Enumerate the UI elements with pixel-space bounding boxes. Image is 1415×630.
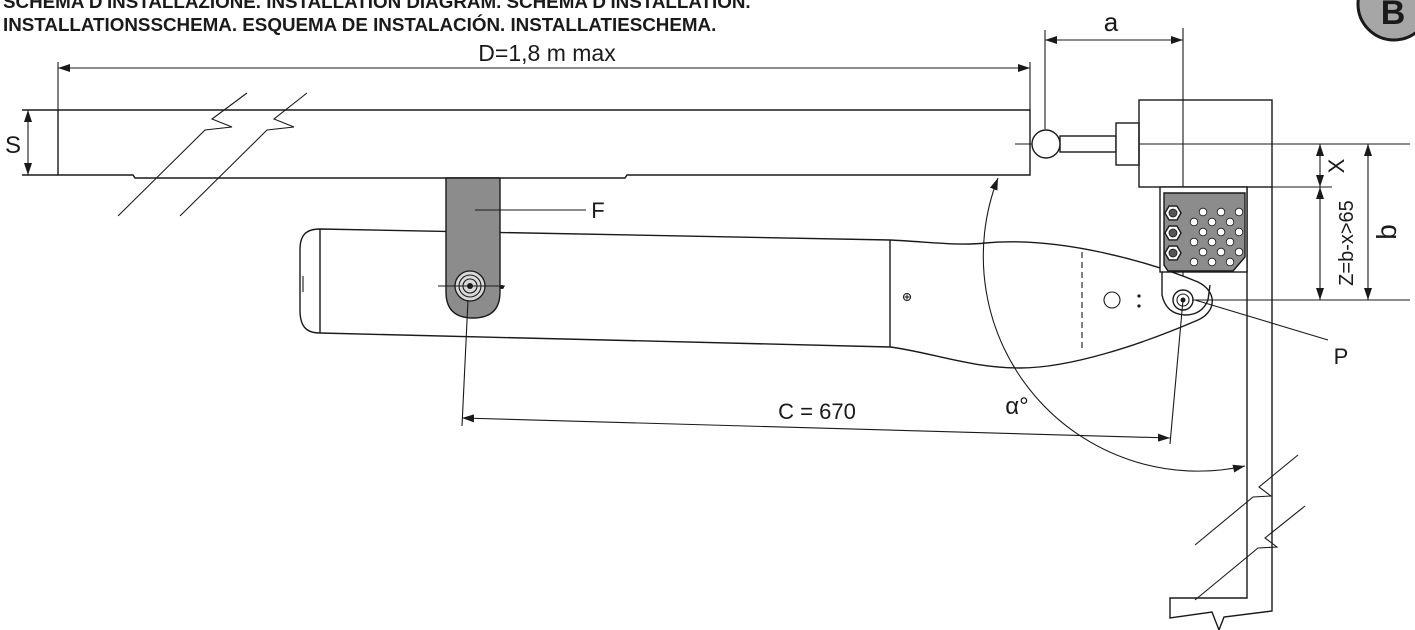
bolt-icon (1164, 245, 1182, 261)
pillar-break-line-1 (1194, 454, 1299, 546)
figure-badge: B (1356, 0, 1415, 42)
gate-break-line-2 (179, 92, 308, 217)
screw-icon (902, 292, 912, 302)
bolt-icon (1164, 225, 1182, 241)
marker-dot-upper (1137, 294, 1141, 298)
header-line-2: INSTALLATIONSSCHEMA. ESQUEMA DE INSTALAC… (3, 14, 716, 35)
gate-break-line-1 (117, 92, 248, 217)
gate-leaf-outline (22, 109, 1031, 179)
dimension-C-label: C = 670 (778, 399, 856, 424)
actuator (299, 228, 1213, 369)
front-bracket-F: F (438, 177, 605, 319)
pillar-outline (1169, 187, 1273, 630)
label-P: P (1334, 344, 1349, 369)
front-pivot-dot (500, 285, 504, 289)
dimension-D: D=1,8 m max (57, 40, 1031, 110)
label-F: F (591, 198, 604, 223)
opening-angle-label: α° (1005, 393, 1028, 420)
gate-leaf (22, 92, 1031, 217)
badge-letter: B (1381, 0, 1406, 32)
actuator-housing (299, 228, 1213, 369)
dimension-X-label: X (1324, 158, 1349, 173)
dimension-a: a (1044, 7, 1184, 300)
hinge-pin (1031, 129, 1061, 159)
dimension-S: S (5, 110, 32, 175)
opening-angle-arc (982, 177, 1246, 473)
dimension-S-label: S (5, 132, 21, 159)
dimension-D-label: D=1,8 m max (478, 40, 616, 66)
dimension-Z-label: Z=b-x>65 (1336, 200, 1358, 286)
dimension-a-label: a (1104, 7, 1119, 37)
dimension-b-label: b (1371, 224, 1402, 240)
hinge-block (1115, 122, 1140, 166)
dimension-C-extension-left (461, 299, 469, 427)
pillar-break-line-2 (1194, 505, 1306, 601)
hinge-rod (1059, 135, 1117, 153)
label-P-leader (1194, 299, 1329, 341)
hinge-assembly (1031, 99, 1273, 188)
header-line-1: SCHEMA D'INSTALLAZIONE. INSTALLATION DIA… (3, 0, 751, 12)
badge-circle (1356, 0, 1415, 42)
dimensions-x-z-b: X Z=b-x>65 b (1192, 144, 1410, 301)
opening-angle: α° (982, 177, 1246, 473)
diagram-header: SCHEMA D'INSTALLAZIONE. INSTALLATION DIA… (3, 0, 751, 35)
bolt-icon (1164, 205, 1182, 221)
marker-dot-lower (1137, 304, 1141, 308)
wall-pillar (1169, 187, 1306, 630)
